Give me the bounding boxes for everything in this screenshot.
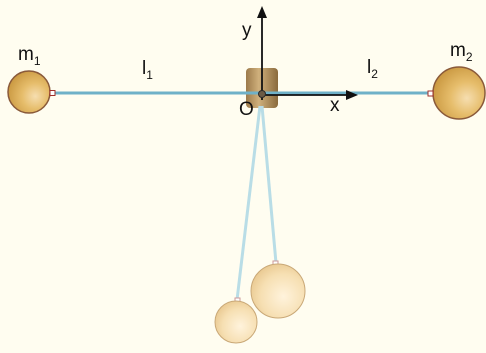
label-axis-y: y bbox=[242, 20, 252, 41]
bob-m2 bbox=[432, 66, 486, 120]
label-l1-sub: 1 bbox=[146, 68, 153, 82]
label-l2-base: l bbox=[367, 57, 371, 78]
label-m2: m2 bbox=[450, 40, 473, 64]
bob-m2-clip bbox=[427, 90, 434, 97]
bob-m1 bbox=[7, 70, 51, 114]
label-l1-base: l bbox=[142, 58, 146, 79]
y-axis-arrowhead bbox=[257, 6, 267, 18]
label-m2-base: m bbox=[450, 40, 466, 61]
label-m2-sub: 2 bbox=[466, 50, 473, 64]
x-axis-arrowhead bbox=[346, 90, 358, 100]
label-m1-base: m bbox=[18, 44, 34, 65]
label-m1: m1 bbox=[18, 44, 41, 68]
rod-lower-2 bbox=[260, 105, 278, 264]
label-l1: l1 bbox=[142, 58, 153, 82]
label-m1-sub: 1 bbox=[34, 54, 41, 68]
label-origin: O bbox=[239, 99, 254, 120]
label-l2: l2 bbox=[367, 57, 378, 81]
label-l2-sub: 2 bbox=[371, 67, 378, 81]
pivot-pin bbox=[258, 90, 266, 98]
rod-lower-1 bbox=[235, 105, 262, 301]
label-axis-x: x bbox=[330, 95, 340, 116]
lower-bob-small bbox=[214, 300, 258, 344]
lower-bob-large bbox=[250, 263, 306, 319]
bob-m1-clip bbox=[49, 90, 56, 96]
